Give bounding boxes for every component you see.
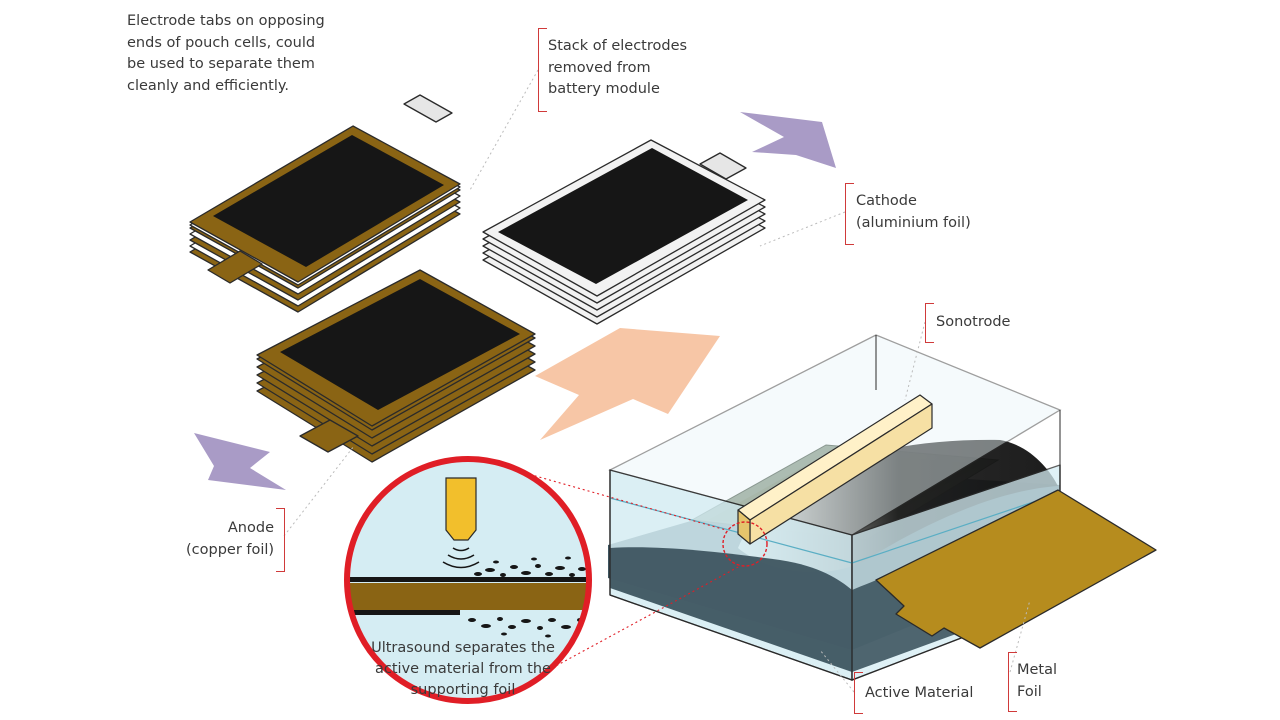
cathode-label-line: (aluminium foil) — [856, 214, 971, 231]
metal-foil-label-line: Foil — [1017, 683, 1042, 700]
cathode-stack — [482, 139, 766, 325]
anode-label-line: (copper foil) — [186, 541, 275, 558]
cathode-label-line: Cathode — [856, 193, 917, 209]
focus-marker — [722, 521, 768, 567]
ultrasound-note: Ultrasound separates the active material… — [356, 638, 570, 701]
anode-label-line: Anode — [227, 520, 274, 536]
stack-note-line: Stack of electrodes — [548, 38, 688, 54]
active-material-bracket — [854, 672, 863, 714]
metal-foil-label-line: Metal — [1017, 662, 1058, 678]
metal-foil-sheet — [875, 489, 1157, 649]
stack-note: Stack of electrodes removed from battery… — [548, 36, 687, 101]
anode-arrow — [194, 433, 286, 490]
ultrasound-note-line: Ultrasound separates the — [371, 640, 555, 656]
stack-note-line: removed from — [548, 59, 651, 76]
active-material-label: Active Material — [865, 685, 974, 701]
tabs-note: Electrode tabs on opposing ends of pouch… — [127, 11, 325, 97]
process-arrow — [535, 328, 720, 440]
stack-note-line: battery module — [548, 81, 660, 97]
tabs-note-line: Electrode tabs on opposing — [127, 13, 325, 29]
anode-label: Anode (copper foil) — [186, 518, 274, 561]
cathode-arrow — [740, 112, 836, 168]
ultrasound-note-line: active material from the — [375, 661, 551, 677]
tabs-note-line: ends of pouch cells, could — [127, 34, 316, 51]
anode-stack — [256, 269, 536, 463]
cathode-bracket — [845, 183, 854, 245]
tabs-note-line: be used to separate them — [127, 56, 315, 72]
anode-bracket — [276, 508, 285, 572]
sonotrode-label: Sonotrode — [936, 314, 1011, 330]
magnifier-circle — [344, 456, 592, 704]
sonotrode-bracket — [925, 303, 934, 343]
electrode-stack-top-left — [189, 94, 461, 313]
leader-lines — [283, 69, 1031, 693]
tabs-note-line: cleanly and efficiently. — [127, 77, 289, 94]
ultrasound-note-line: supporting foil — [410, 682, 516, 698]
sonotrode-bar — [737, 394, 933, 545]
stack-note-bracket — [538, 28, 547, 112]
metal-foil-label: Metal Foil — [1017, 660, 1057, 703]
metal-foil-bracket — [1008, 652, 1017, 712]
cathode-label: Cathode (aluminium foil) — [856, 191, 971, 234]
